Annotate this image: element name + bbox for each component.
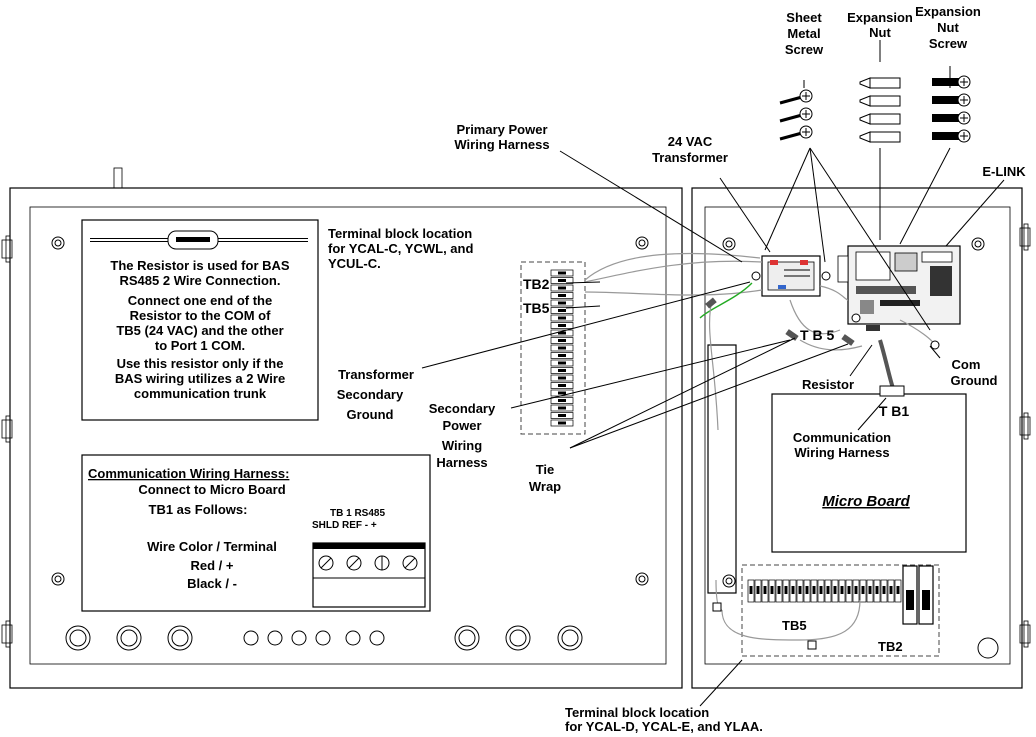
resistor-label: Resistor [802, 377, 854, 392]
tb5-right-label: T B 5 [800, 327, 834, 343]
tb5-label: TB5 [523, 300, 550, 316]
comm-box-line2: TB1 as Follows: [149, 502, 248, 517]
terminal-block-bottom [747, 579, 902, 603]
terminal-block-bottom-outline [741, 564, 940, 657]
comm-harness-label-2: Wiring Harness [794, 445, 889, 460]
tb-bottom-label-1: Terminal block location [565, 705, 709, 720]
comm-harness-label-1: Communication [793, 430, 891, 445]
resistor-note-box [81, 219, 319, 421]
tb-top-label-1: Terminal block location [328, 226, 472, 241]
tb2-label: TB2 [523, 276, 550, 292]
tie-wrap-label-2: Wrap [529, 479, 561, 494]
tsg-label-1: Transformer [338, 367, 414, 382]
tie-wrap-drawing [705, 297, 940, 650]
sph-label-4: Harness [436, 455, 487, 470]
tsg-label-3: Ground [347, 407, 394, 422]
note-line-7: Use this resistor only if the [117, 356, 284, 371]
transformer-label-2: Transformer [652, 150, 728, 165]
com-ground-label-1: Com [952, 357, 981, 372]
primary-power-label-2: Wiring Harness [454, 137, 549, 152]
expansion-nut-label-2: Nut [869, 25, 891, 40]
expansion-nut-screws [932, 75, 971, 143]
expansion-nut-label-1: Expansion [847, 10, 913, 25]
note-line-9: communication trunk [134, 386, 267, 401]
expansion-nut-screw-label-2: Nut [937, 20, 959, 35]
sheet-metal-screw-label-1: Sheet [786, 10, 822, 25]
tb-top-label-2: for YCAL-C, YCWL, and [328, 241, 473, 256]
tb-top-label-3: YCUL-C. [328, 256, 381, 271]
note-line-8: BAS wiring utilizes a 2 Wire [115, 371, 285, 386]
sph-label-3: Wiring [442, 438, 482, 453]
left-door-screws [51, 236, 649, 586]
tb1-label: T B1 [879, 403, 910, 419]
transformer-drawing [751, 255, 831, 297]
com-ground-label-2: Ground [951, 373, 998, 388]
tb2-bottom-label: TB2 [878, 639, 903, 654]
note-line-1: The Resistor is used for BAS [110, 258, 289, 273]
comm-box-header2: SHLD REF - + [312, 520, 377, 531]
note-line-5: TB5 (24 VAC) and the other [116, 323, 283, 338]
note-line-2: RS485 2 Wire Connection. [120, 273, 281, 288]
sheet-metal-screws [779, 89, 813, 141]
right-hinges [1019, 223, 1031, 648]
tb1-terminal-drawing [312, 542, 426, 608]
note-line-3: Connect one end of the [128, 293, 272, 308]
tb5-bottom-label: TB5 [782, 618, 807, 633]
terminal-block-top-outline [520, 261, 586, 435]
leader-lines [421, 40, 1005, 707]
expansion-nut-screw-label-1: Expansion [915, 4, 981, 19]
wire-duct [707, 344, 737, 594]
knockout-holes [65, 625, 583, 651]
right-panel-screws [722, 237, 999, 659]
left-hinges [1, 235, 13, 648]
comm-box-red: Red / + [191, 558, 234, 573]
comm-box-wire-title: Wire Color / Terminal [147, 539, 277, 554]
comm-harness-box [81, 454, 431, 612]
note-line-4: Resistor to the COM of [130, 308, 272, 323]
elink-label: E-LINK [982, 164, 1026, 179]
comm-box-line1: Connect to Micro Board [138, 482, 285, 497]
bottom-breakers [902, 565, 934, 625]
terminal-block-top [550, 269, 574, 427]
expansion-nut-screw-label-3: Screw [929, 36, 968, 51]
sheet-metal-screw-label-2: Metal [787, 26, 820, 41]
resistor-drawing [90, 230, 308, 250]
micro-board-label: Micro Board [822, 493, 910, 510]
sheet-metal-screw-label-3: Screw [785, 42, 824, 57]
transformer-label-1: 24 VAC [668, 134, 713, 149]
right-panel-frame [691, 187, 1023, 689]
micro-board-outline [771, 393, 967, 553]
left-door-inner [29, 206, 667, 665]
door-latch [113, 167, 123, 189]
note-line-6: to Port 1 COM. [155, 338, 245, 353]
tie-wrap-label-1: Tie [536, 462, 555, 477]
tb-bottom-label-2: for YCAL-D, YCAL-E, and YLAA. [565, 719, 763, 734]
right-panel-inner [704, 206, 1011, 665]
comm-box-black: Black / - [187, 576, 237, 591]
sph-label-2: Power [442, 418, 481, 433]
expansion-nuts [859, 77, 901, 143]
tsg-label-2: Secondary [337, 387, 404, 402]
sph-label-1: Secondary [429, 401, 496, 416]
elink-board-drawing [837, 245, 961, 325]
comm-box-title: Communication Wiring Harness: [88, 466, 289, 481]
primary-power-label-1: Primary Power [456, 122, 547, 137]
comm-box-header1: TB 1 RS485 [330, 508, 385, 519]
